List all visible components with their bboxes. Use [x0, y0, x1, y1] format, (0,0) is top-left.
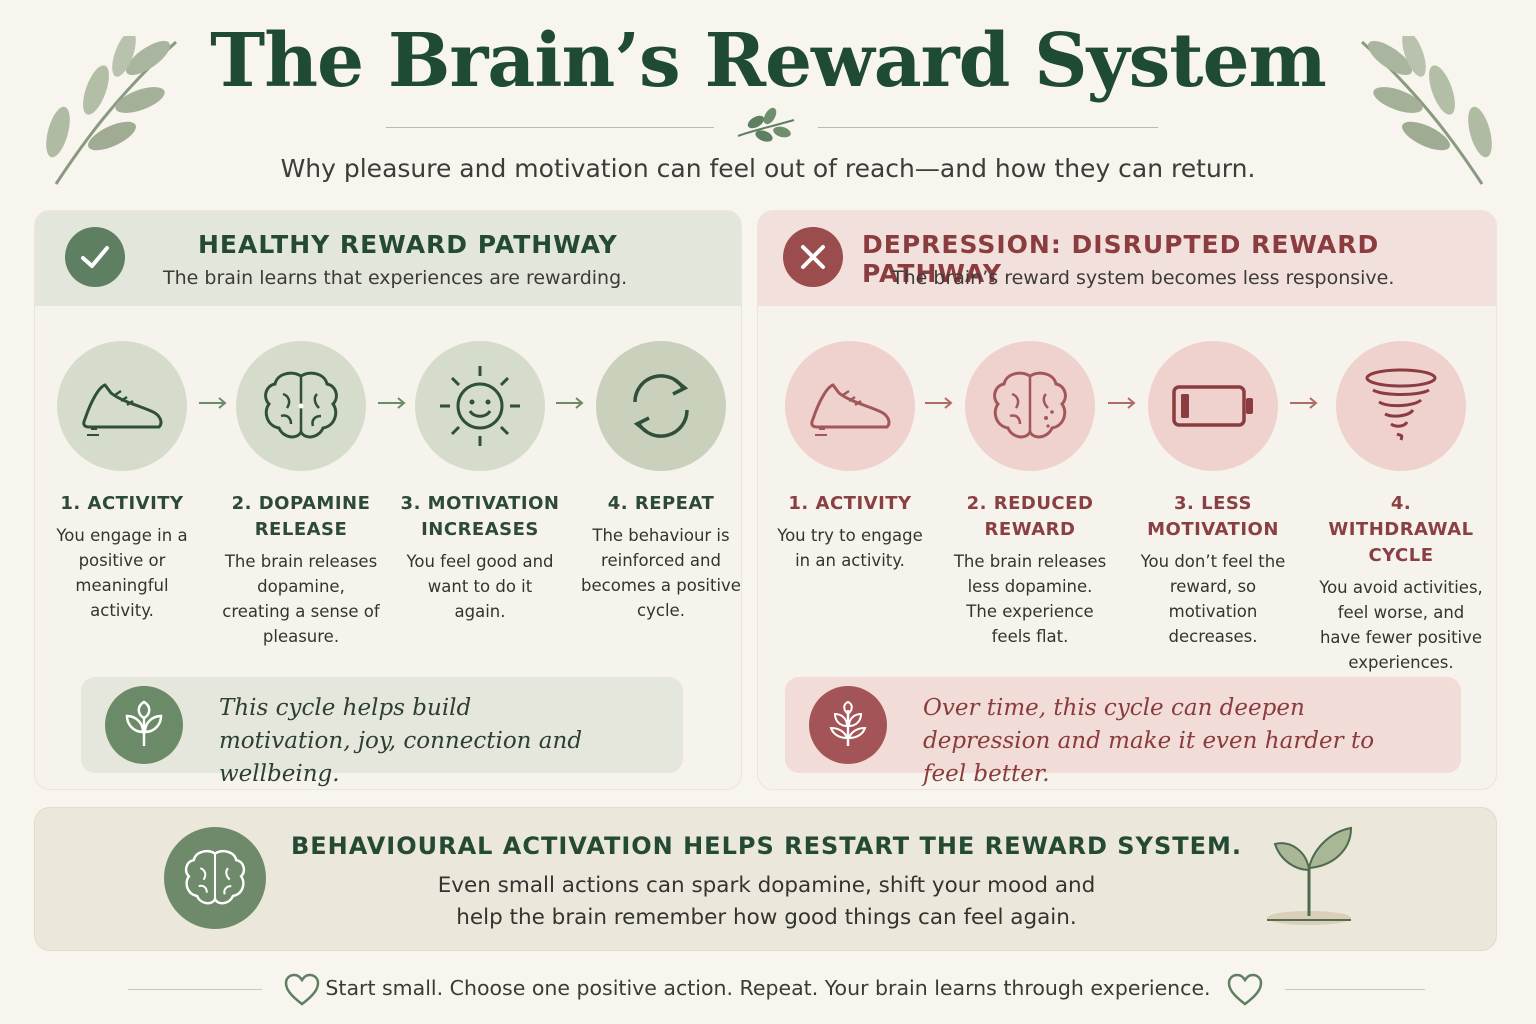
right-leaf-branch-icon: [1360, 36, 1492, 185]
depression-step-3: 3. LESS MOTIVATION You don’t feel the re…: [1133, 341, 1293, 649]
heart-icon: [284, 973, 320, 1006]
step-text: You don’t feel the reward, so motivation…: [1140, 552, 1286, 646]
close-x-icon: [783, 227, 843, 287]
step-title: 4. REPEAT: [607, 493, 715, 514]
step-text: You avoid activities, feel worse, and ha…: [1319, 578, 1483, 672]
depression-step-4: 4. WITHDRAWAL CYCLE You avoid activities…: [1316, 341, 1486, 675]
tornado-icon: [1336, 341, 1466, 471]
page-subtitle: Why pleasure and motivation can feel out…: [280, 154, 1256, 183]
behavioural-activation-panel: BEHAVIOURAL ACTIVATION HELPS RESTART THE…: [34, 807, 1497, 951]
step-text: The behaviour is reinforced and becomes …: [581, 526, 741, 620]
sneaker-icon: [57, 341, 187, 471]
healthy-step-2: 2. DOPAMINE RELEASE The brain releases d…: [221, 341, 381, 649]
step-title: 4. WITHDRAWAL CYCLE: [1328, 493, 1474, 566]
sprout-icon: [1267, 826, 1353, 925]
healthy-panel-subtitle: The brain learns that experiences are re…: [163, 267, 628, 289]
footer-divider-right: [1285, 989, 1425, 990]
cycle-arrows-icon: [596, 341, 726, 471]
healthy-note: This cycle helps build motivation, joy, …: [81, 677, 683, 787]
step-title: 1. ACTIVITY: [788, 493, 912, 514]
arrow-right-icon: [1290, 397, 1318, 409]
healthy-panel-header: HEALTHY REWARD PATHWAY The brain learns …: [35, 211, 741, 306]
activation-text: Even small actions can spark dopamine, s…: [35, 870, 1498, 934]
wilting-plant-icon: [809, 686, 887, 764]
step-title: 2. DOPAMINE RELEASE: [231, 493, 371, 540]
step-text: You try to engage in an activity.: [777, 526, 923, 570]
title-divider-right: [818, 127, 1158, 128]
depression-pathway-panel: DEPRESSION: DISRUPTED REWARD PATHWAY The…: [757, 210, 1497, 790]
sprig-icon: [737, 107, 795, 142]
activation-text-body: Even small actions can spark dopamine, s…: [437, 873, 1096, 930]
step-title: 1. ACTIVITY: [60, 493, 184, 514]
depression-panel-header: DEPRESSION: DISRUPTED REWARD PATHWAY The…: [758, 211, 1496, 306]
sneaker-icon: [785, 341, 915, 471]
depression-panel-title: DEPRESSION: DISRUPTED REWARD PATHWAY: [862, 230, 1380, 288]
depression-step-2: 2. REDUCED REWARD The brain releases les…: [950, 341, 1110, 649]
depression-note-text: Over time, this cycle can deepen depress…: [923, 695, 1375, 787]
healthy-step-1: 1. ACTIVITY You engage in a positive or …: [42, 341, 202, 623]
step-title: 3. MOTIVATION INCREASES: [400, 493, 560, 540]
step-text: The brain releases less dopamine. The ex…: [953, 552, 1107, 646]
healthy-step-3: 3. MOTIVATION INCREASES You feel good an…: [400, 341, 560, 624]
depression-step-1: 1. ACTIVITY You try to engage in an acti…: [770, 341, 930, 573]
checkmark-icon: [65, 227, 125, 287]
depression-note: Over time, this cycle can deepen depress…: [785, 677, 1461, 787]
arrow-right-icon: [199, 397, 227, 409]
healthy-pathway-panel: HEALTHY REWARD PATHWAY The brain learns …: [34, 210, 742, 790]
healthy-panel-title: HEALTHY REWARD PATHWAY: [198, 230, 618, 259]
title-divider-left: [386, 127, 714, 128]
sprout-leaves-icon: [105, 686, 183, 764]
healthy-note-text: This cycle helps build motivation, joy, …: [219, 695, 583, 787]
low-battery-icon: [1148, 341, 1278, 471]
step-title: 2. REDUCED REWARD: [966, 493, 1094, 540]
depression-panel-subtitle: The brain’s reward system becomes less r…: [892, 267, 1395, 289]
smiling-sun-icon: [415, 341, 545, 471]
brain-icon: [164, 827, 266, 929]
activation-title: BEHAVIOURAL ACTIVATION HELPS RESTART THE…: [290, 832, 1242, 860]
heart-icon: [1227, 973, 1263, 1006]
brain-icon: [965, 341, 1095, 471]
arrow-right-icon: [378, 397, 406, 409]
step-text: The brain releases dopamine, creating a …: [222, 552, 380, 646]
healthy-step-4: 4. REPEAT The behaviour is reinforced an…: [581, 341, 741, 623]
step-text: You feel good and want to do it again.: [406, 552, 554, 621]
page-title: The Brain’s Reward System: [210, 18, 1327, 104]
arrow-right-icon: [925, 397, 953, 409]
left-leaf-branch-icon: [46, 36, 178, 185]
footer-divider-left: [128, 989, 262, 990]
step-title: 3. LESS MOTIVATION: [1147, 493, 1279, 540]
arrow-right-icon: [1108, 397, 1136, 409]
arrow-right-icon: [556, 397, 584, 409]
footer-text: Start small. Choose one positive action.…: [325, 976, 1211, 1000]
step-text: You engage in a positive or meaningful a…: [56, 526, 188, 620]
brain-icon: [236, 341, 366, 471]
